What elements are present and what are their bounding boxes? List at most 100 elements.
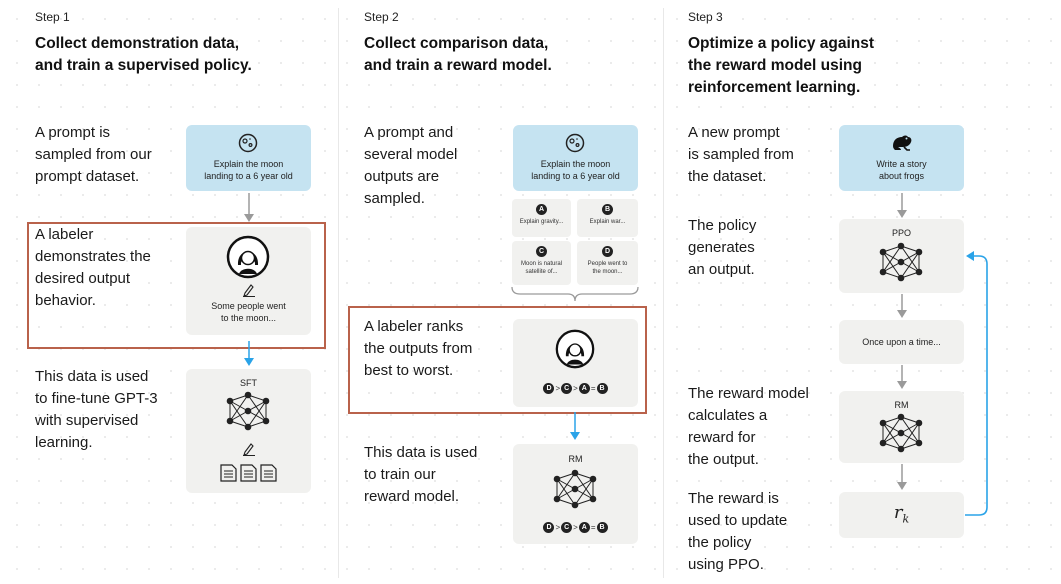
text-line: reward model. [364,488,460,505]
pencil-icon [243,443,255,456]
step-2-highlight-box [348,306,647,414]
step-3-label: Step 3 [688,10,723,24]
rank-operator: > [573,384,578,394]
output-letter-badge: A [536,204,547,215]
step-3-policy-text: The policy generates an output. [688,215,756,281]
text-line: Moon is natural [520,261,563,267]
neural-network-icon [226,391,270,431]
step-1-title-line: and train a supervised policy. [35,57,252,74]
step-3-prompt-text: A new prompt is sampled from the dataset… [688,122,794,188]
prompt-card-text: Write a story about frogs [839,158,964,182]
step-2-ranking-card: D>C>A=B [513,319,638,407]
output-text: Moon is natural satellite of... [512,260,571,276]
column-divider-2 [663,8,664,578]
reward-subscript: k [902,512,910,526]
step-1-labeler-card: Some people went to the moon... [186,227,311,335]
text-line: prompt dataset. [35,168,140,185]
neural-network-icon [879,413,923,453]
document-icon [220,464,277,482]
output-text: Explain gravity... [519,219,564,225]
text-line: about frogs [878,171,925,181]
step-3-title-line: reinforcement learning. [688,79,861,96]
text-line: is sampled from [688,146,794,163]
person-icon [226,235,270,279]
text-line: the outputs from [364,340,473,357]
reward-symbol: rk [839,502,964,531]
ranking-row: D>C>A=B [513,380,638,398]
rank-letter: B [596,522,608,534]
text-line: The policy [688,217,757,234]
prompt-card-text: Explain the moon landing to a 6 year old [513,158,638,182]
step-3-reward-text: The reward model calculates a reward for… [688,383,809,471]
rank-letter: C [561,522,573,534]
arrow-down-gray [897,464,907,490]
step-1-highlight-box [27,222,326,349]
text-line: the dataset. [688,168,767,185]
step-3-prompt-card: Write a story about frogs [839,125,964,191]
text-line: to the moon... [220,313,277,323]
text-line: learning. [35,434,93,451]
text-line: to train our [364,466,436,483]
text-line: satellite of... [525,269,558,275]
rank-operator: > [555,523,561,533]
output-letter-badge: B [602,204,613,215]
output-text: People went to the moon... [577,260,638,276]
step-3-ppo-card: PPO [839,219,964,293]
text-line: A prompt is [35,124,111,141]
step-1-sft-card: SFT [186,369,311,493]
output-text: Explain war... [589,219,626,225]
rank-operator: > [555,384,561,394]
sft-label: SFT [240,378,257,388]
step-3-update-text: The reward is used to update the policy … [688,488,787,576]
ranking-row: D>C>A=B [513,519,638,537]
step-2-rank-text: A labeler ranks the outputs from best to… [364,316,472,382]
text-line: People went to [587,261,628,267]
reward-r: r [893,502,903,523]
rank-letter: D [543,522,555,534]
frog-icon [893,135,912,151]
text-line: Explain the moon [540,159,611,169]
arrow-down-blue [244,341,254,366]
output-card-d: D People went to the moon... [577,241,638,285]
text-line: A labeler ranks [364,318,464,335]
column-divider-1 [338,8,339,578]
text-line: Some people went [211,301,286,311]
ppo-label: PPO [891,228,911,238]
text-line: landing to a 6 year old [531,171,620,181]
text-line: This data is used [364,444,478,461]
text-line: sampled. [364,190,425,207]
rank-letter: C [561,383,573,395]
text-line: behavior. [35,292,96,309]
output-card-c: C Moon is natural satellite of... [512,241,571,285]
brace-connector [511,286,639,302]
labeler-card-text: Some people went to the moon... [186,300,311,324]
step-2-train-text: This data is used to train our reward mo… [364,442,477,508]
text-line: best to worst. [364,362,454,379]
step-2-rm-card: RM D>C>A=B [513,444,638,544]
text-line: several model [364,146,458,163]
rm-label: RM [568,454,583,464]
text-line: A labeler [35,226,94,243]
rank-letter: A [578,522,590,534]
person-icon [555,329,595,369]
arrow-down-blue [570,412,580,440]
text-line: to fine-tune GPT-3 [35,390,158,407]
step-2-prompt-card: Explain the moon landing to a 6 year old [513,125,638,191]
step-2-title-line: Collect comparison data, [364,35,549,52]
output-letter-badge: D [602,246,613,257]
step-1-title: Collect demonstration data, and train a … [35,33,252,77]
rank-letter: B [596,383,608,395]
arrow-down-gray [897,294,907,318]
text-line: A new prompt [688,124,780,141]
rank-operator: > [573,523,578,533]
text-line: A prompt and [364,124,454,141]
step-3-title-line: Optimize a policy against [688,35,875,52]
neural-network-icon [553,469,597,509]
text-line: demonstrates the [35,248,151,265]
pencil-icon [243,284,255,297]
text-line: desired output [35,270,131,287]
step-1-label: Step 1 [35,10,70,24]
text-line: the policy [688,534,752,551]
text-line: reward for [688,429,756,446]
text-line: This data is used [35,368,149,385]
